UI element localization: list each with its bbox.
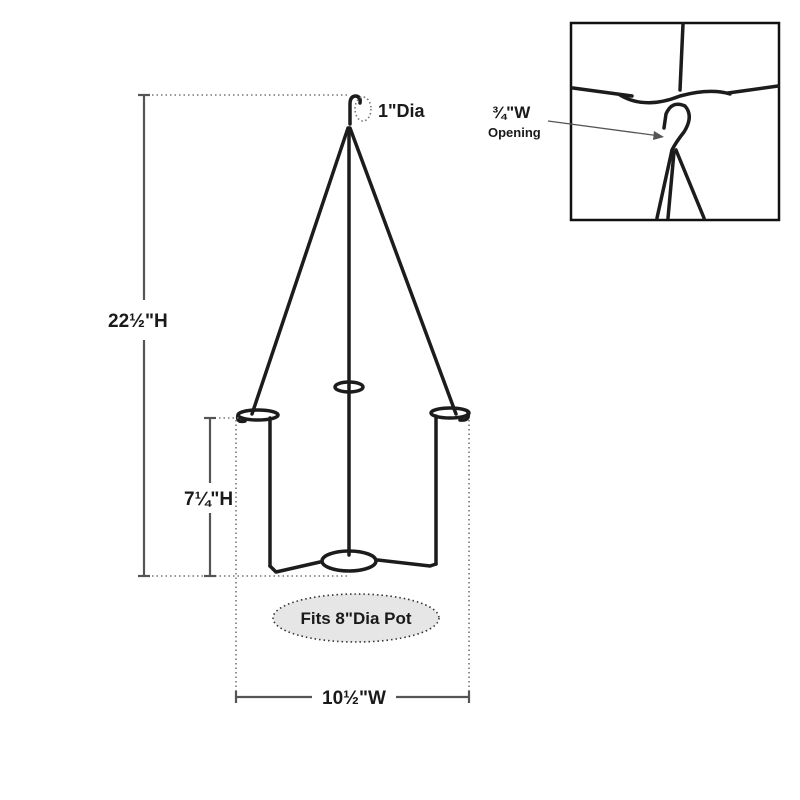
top-hook — [348, 94, 362, 126]
left-ring-hook — [235, 413, 247, 424]
bottom-arm-left — [268, 560, 322, 574]
hanger-leg-left — [250, 126, 350, 416]
center-ring — [333, 380, 365, 394]
inset-wire-loop — [618, 89, 732, 105]
dimension-arrows — [138, 93, 471, 703]
width-label: 10½"W — [322, 688, 386, 709]
hook-detail-inset: ¾"W Opening — [488, 21, 781, 222]
inset-pointer-line — [547, 120, 661, 137]
right-ring-hook — [458, 411, 471, 422]
opening-width-label: ¾"W — [492, 103, 531, 122]
total-height-label: 22½"H — [108, 311, 168, 332]
plant-hanger-illustration — [235, 94, 471, 574]
inset-frame — [569, 21, 781, 222]
inset-pointer-arrowhead — [653, 131, 664, 140]
fits-pot-badge: Fits 8"Dia Pot — [272, 593, 440, 643]
left-ring — [236, 408, 280, 422]
opening-label: Opening — [488, 125, 541, 140]
hanger-leg-right — [348, 126, 458, 416]
bottom-arm-right — [376, 558, 438, 568]
ring-height-label: 7¼"H — [184, 489, 233, 510]
inset-s-hook — [662, 102, 691, 152]
inset-leg-left — [655, 148, 674, 220]
bottom-ring — [320, 549, 378, 573]
inset-frame-vertical — [678, 22, 685, 92]
hook-dia-label: 1"Dia — [378, 101, 426, 121]
inset-leg-middle — [666, 150, 676, 220]
fits-pot-badge-bg — [272, 593, 440, 643]
inset-leg-right — [674, 148, 706, 220]
inset-frame-horizontal-right — [726, 84, 780, 95]
hook-dia-marker — [354, 96, 372, 122]
fits-pot-label: Fits 8"Dia Pot — [300, 609, 411, 628]
